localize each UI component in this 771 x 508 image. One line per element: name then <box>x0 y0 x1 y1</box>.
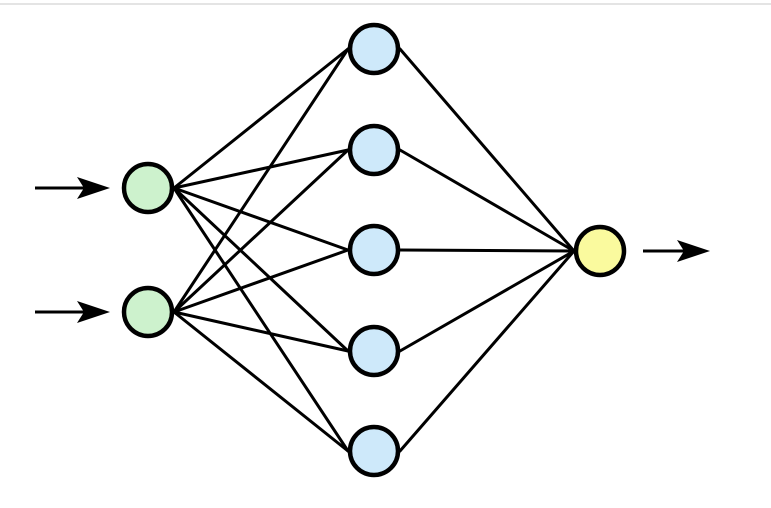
hidden-node-5 <box>347 424 401 478</box>
hidden-node-2 <box>347 123 401 177</box>
edge-input1-hidden2 <box>172 148 350 190</box>
edge-input2-hidden3 <box>172 248 350 314</box>
hidden-node-4 <box>347 324 401 378</box>
edge-hidden3-output1 <box>398 248 576 253</box>
edge-hidden1-output1 <box>398 47 576 253</box>
output-node-1 <box>573 224 627 278</box>
input-arrow-2-head-icon <box>77 301 110 323</box>
input-node-1 <box>121 161 175 215</box>
edge-input2-hidden1 <box>172 47 350 314</box>
edge-hidden2-output1 <box>398 148 576 253</box>
edge-hidden4-output1 <box>398 249 576 353</box>
input-node-2 <box>121 285 175 339</box>
hidden-node-3 <box>347 223 401 277</box>
edge-input2-hidden5 <box>172 310 350 453</box>
edge-input1-hidden5 <box>172 186 350 453</box>
edge-input2-hidden4 <box>172 310 350 353</box>
edge-input1-hidden1 <box>172 47 350 190</box>
edge-input1-hidden4 <box>172 186 350 353</box>
output-arrow-head-icon <box>677 240 710 262</box>
hidden-node-1 <box>347 22 401 76</box>
edge-input2-hidden2 <box>172 148 350 314</box>
edge-hidden5-output1 <box>398 249 576 453</box>
input-arrow-1-head-icon <box>77 177 110 199</box>
edge-input1-hidden3 <box>172 186 350 252</box>
